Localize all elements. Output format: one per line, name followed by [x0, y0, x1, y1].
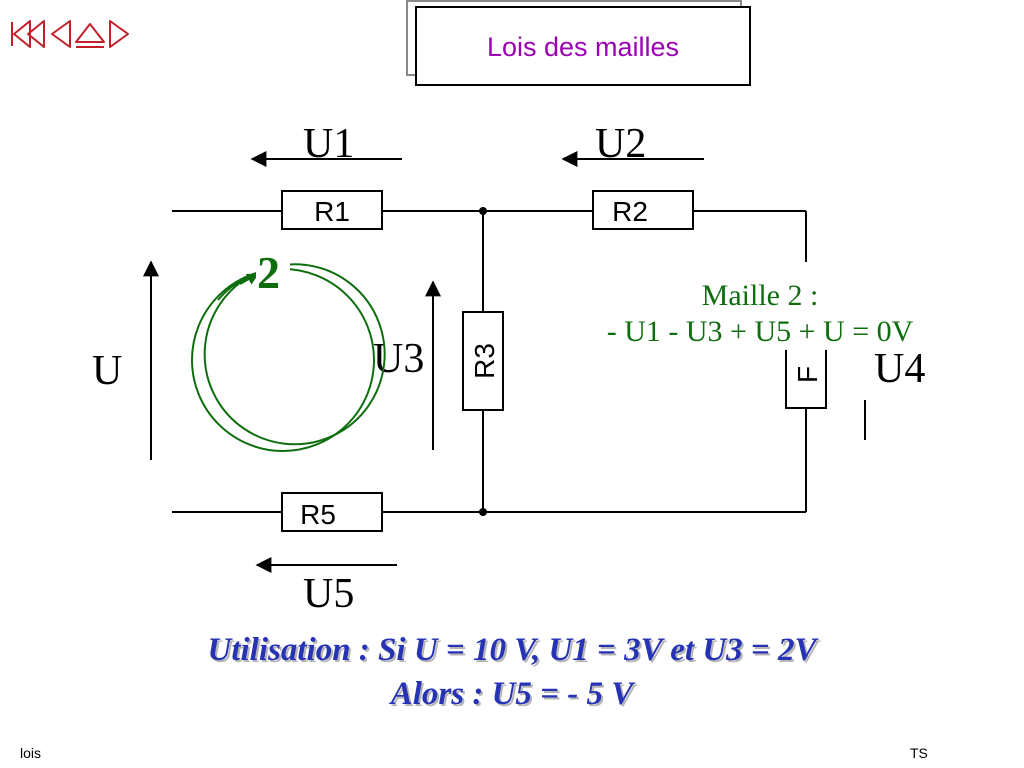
svg-text:F: F — [792, 366, 823, 383]
slide-title: Lois des mailles — [486, 31, 680, 62]
usage-line-1: Utilisation : Si U = 10 V, U1 = 3V et U3… — [207, 632, 817, 668]
mesh-loop-arrow — [239, 273, 260, 285]
mesh-equation-formula: - U1 - U3 + U5 + U = 0V — [606, 315, 914, 348]
u4-label-partial: U4 — [874, 346, 925, 392]
previous-slide-icon[interactable] — [51, 20, 71, 48]
svg-text:R2: R2 — [612, 196, 648, 227]
next-slide-icon[interactable] — [109, 20, 129, 48]
svg-text:R1: R1 — [314, 196, 350, 227]
first-slide-icon[interactable] — [11, 20, 45, 48]
resistor-r3: R3 — [462, 311, 504, 411]
svg-text:R3: R3 — [469, 343, 500, 379]
circuit-wires — [172, 210, 807, 513]
u1-label: U1 — [303, 121, 354, 167]
resistor-r5: R5 — [281, 492, 383, 532]
home-icon[interactable] — [75, 23, 105, 48]
u5-label: U5 — [303, 571, 354, 617]
u2-label: U2 — [595, 121, 646, 167]
usage-line-2: Alors : U5 = - 5 V — [390, 676, 634, 712]
resistor-r2: R2 — [592, 190, 694, 230]
footer-right: TS — [910, 745, 928, 761]
mesh-loop-number: 2 — [257, 247, 280, 298]
node-bottom — [479, 508, 487, 516]
mesh-equation: Maille 2 : - U1 - U3 + U5 + U = 0V — [520, 278, 1000, 350]
mesh-loop-circle — [191, 268, 375, 452]
slide-navigation — [11, 20, 129, 48]
u3-label: U3 — [373, 336, 424, 382]
usage-example: Utilisation : Si U = 10 V, U1 = 3V et U3… — [60, 628, 964, 716]
node-top — [479, 207, 487, 215]
u-label: U — [92, 348, 122, 394]
mesh-loop-2 — [203, 263, 386, 446]
svg-text:R5: R5 — [300, 499, 336, 530]
title-box: Lois des mailles — [415, 6, 751, 86]
resistor-r1: R1 — [281, 190, 383, 230]
mesh-equation-heading: Maille 2 : — [701, 279, 819, 312]
footer-left: lois — [20, 745, 42, 761]
